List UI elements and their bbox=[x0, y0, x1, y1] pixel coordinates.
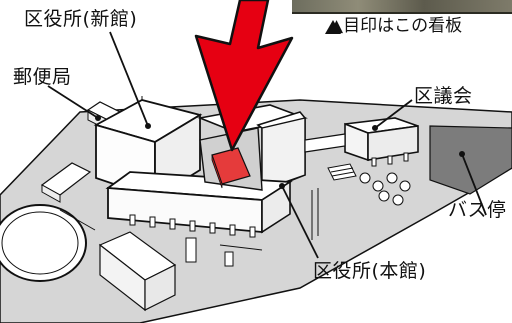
label-post-office: 郵便局 bbox=[13, 66, 72, 88]
pillars bbox=[129, 214, 256, 238]
round-plaza bbox=[0, 204, 87, 282]
label-main-hall: 区役所(本館) bbox=[313, 260, 427, 282]
leader-lines bbox=[47, 31, 487, 259]
label-bus-stop: バス停 bbox=[448, 199, 507, 221]
stairs bbox=[327, 163, 357, 181]
signboard-photo bbox=[292, 0, 512, 14]
bus-stop-area bbox=[429, 125, 512, 195]
connector-bridge bbox=[304, 133, 346, 153]
label-new-hall: 区役所(新館) bbox=[24, 8, 138, 30]
photo-caption: ▲目印はこの看板 bbox=[330, 16, 463, 36]
trees bbox=[359, 172, 411, 206]
red-down-arrow-icon bbox=[194, 0, 294, 152]
roads bbox=[59, 188, 319, 267]
triangle-up-icon bbox=[325, 20, 341, 34]
label-council: 区議会 bbox=[414, 85, 473, 107]
